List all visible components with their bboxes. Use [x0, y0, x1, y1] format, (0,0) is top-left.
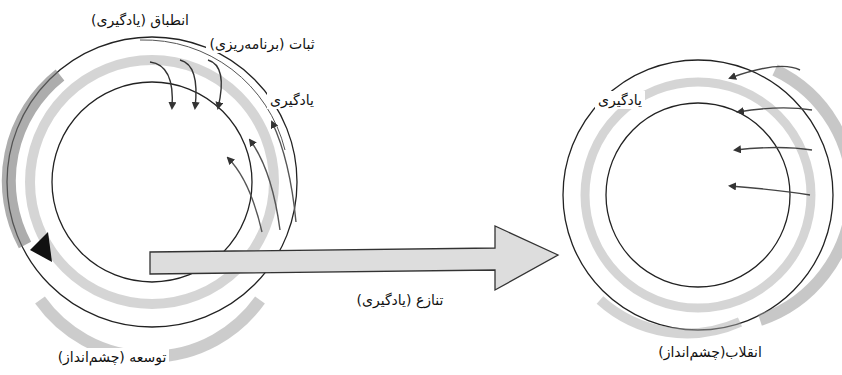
stability-arrows [150, 60, 221, 108]
arc-head [30, 232, 52, 262]
arc-label: انقلاب(چشم‌انداز) [655, 343, 765, 361]
up-arrow [228, 158, 262, 232]
learning-arrows [228, 122, 296, 232]
left-arrow [738, 108, 812, 112]
left-cycle [7, 37, 297, 357]
bottom-arc [600, 300, 740, 333]
arc-label: یادگیری [595, 91, 645, 109]
arc-label: انطباق (یادگیری) [88, 11, 192, 29]
down-arrow [208, 60, 221, 108]
left-arrow [735, 148, 812, 151]
down-arrow [180, 60, 196, 108]
arc-label: تنازع (یادگیری) [354, 291, 447, 309]
top-arc [140, 40, 285, 150]
left-arrow [730, 186, 810, 195]
down-arrow [150, 62, 172, 108]
up-arrow [250, 140, 280, 230]
middle-band [585, 82, 811, 308]
outer-ring [563, 60, 833, 330]
outer-ring [7, 37, 297, 327]
transition-arrow [150, 226, 558, 290]
left-arrow [730, 66, 800, 78]
arc-label: ثبات (برنامه‌ریزی) [206, 35, 317, 53]
adaptation-arc [9, 75, 60, 245]
right-cycle [563, 60, 842, 333]
arc-label: توسعه (چشم‌انداز) [55, 348, 170, 366]
up-arrow [272, 122, 296, 222]
inner-ring [606, 103, 790, 287]
right-learning-arrows [730, 66, 812, 195]
arc-label: یادگیری [267, 91, 317, 109]
